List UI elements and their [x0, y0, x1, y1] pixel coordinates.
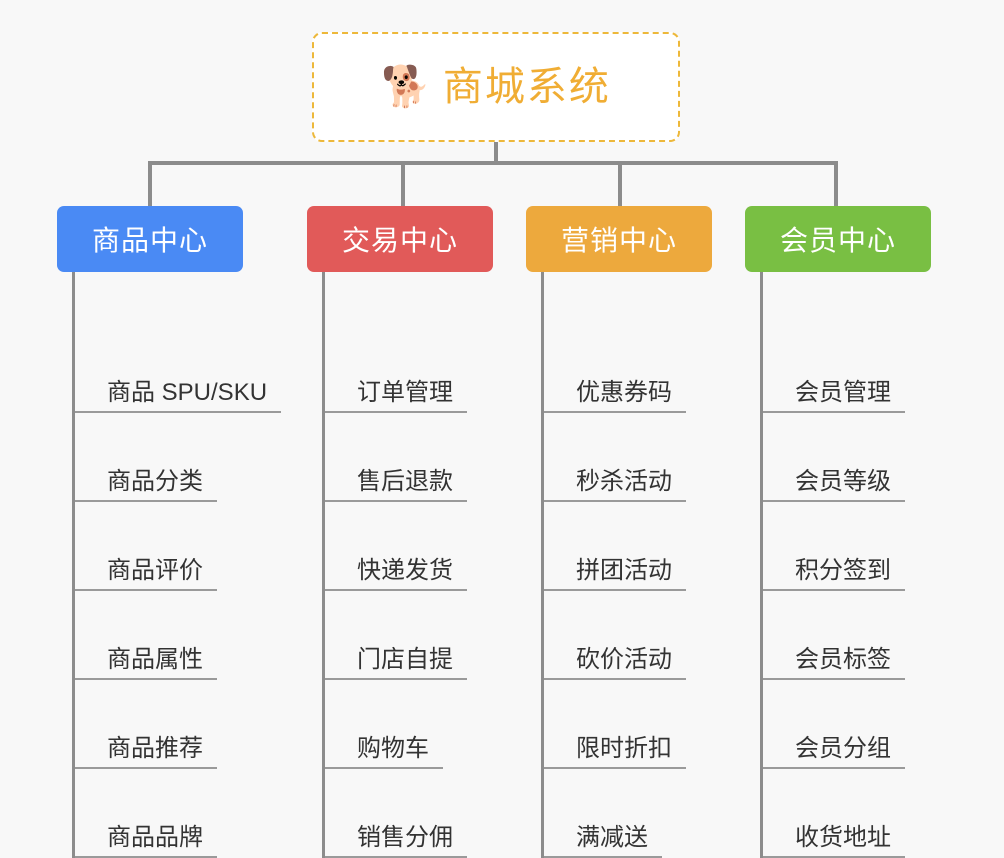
category-header-marketing-center[interactable]: 营销中心 — [526, 206, 712, 272]
leaf-item-label: 积分签到 — [763, 559, 905, 591]
column-trade-center: 交易中心订单管理售后退款快递发货门店自提购物车销售分佣 — [307, 206, 493, 858]
leaf-item[interactable]: 销售分佣 — [325, 769, 493, 858]
column-product-center: 商品中心商品 SPU/SKU 商品分类商品评价商品属性商品推荐商品品牌 — [57, 206, 282, 858]
leaf-item-label: 商品评价 — [75, 559, 217, 591]
leaf-item[interactable]: 购物车 — [325, 680, 493, 769]
leaf-item-label: 订单管理 — [325, 381, 467, 413]
category-header-trade-center[interactable]: 交易中心 — [307, 206, 493, 272]
leaf-item-label: 购物车 — [325, 737, 443, 769]
leaf-item-label: 会员分组 — [763, 737, 905, 769]
leaf-list-marketing-center: 优惠券码秒杀活动拼团活动砍价活动限时折扣满减送 — [541, 272, 712, 858]
leaf-item-label: 商品品牌 — [75, 826, 217, 858]
leaf-item[interactable]: 秒杀活动 — [544, 413, 712, 502]
column-member-center: 会员中心会员管理会员等级积分签到会员标签会员分组收货地址 — [745, 206, 931, 858]
leaf-list-trade-center: 订单管理售后退款快递发货门店自提购物车销售分佣 — [322, 272, 493, 858]
connector-root-stem — [494, 142, 498, 163]
leaf-item-label: 会员标签 — [763, 648, 905, 680]
leaf-item[interactable]: 商品品牌 — [75, 769, 281, 858]
leaf-item-label: 销售分佣 — [325, 826, 467, 858]
leaf-item[interactable]: 商品属性 — [75, 591, 281, 680]
leaf-item-label: 限时折扣 — [544, 737, 686, 769]
leaf-item[interactable]: 限时折扣 — [544, 680, 712, 769]
leaf-item[interactable]: 商品评价 — [75, 502, 281, 591]
leaf-item[interactable]: 会员标签 — [763, 591, 931, 680]
shiba-dog-face-icon: 🐕 — [381, 65, 431, 109]
leaf-item[interactable]: 商品分类 — [75, 413, 281, 502]
connector-horizontal-bus — [148, 161, 836, 165]
leaf-item-label: 商品推荐 — [75, 737, 217, 769]
leaf-item-label: 商品属性 — [75, 648, 217, 680]
leaf-item[interactable]: 商品推荐 — [75, 680, 281, 769]
leaf-item[interactable]: 收货地址 — [763, 769, 931, 858]
root-node[interactable]: 🐕 商城系统 — [312, 32, 680, 142]
leaf-item[interactable]: 满减送 — [544, 769, 712, 858]
leaf-item-label: 满减送 — [544, 826, 662, 858]
leaf-item-label: 快递发货 — [325, 559, 467, 591]
connector-drop-marketing-center — [618, 161, 622, 206]
mindmap-canvas: 🐕 商城系统 商品中心商品 SPU/SKU 商品分类商品评价商品属性商品推荐商品品… — [57, 32, 931, 858]
connector-drop-product-center — [148, 161, 152, 206]
leaf-item[interactable]: 订单管理 — [325, 324, 493, 413]
leaf-item-label: 商品分类 — [75, 470, 217, 502]
leaf-item-label: 秒杀活动 — [544, 470, 686, 502]
leaf-item-label: 收货地址 — [763, 826, 905, 858]
leaf-item-label: 砍价活动 — [544, 648, 686, 680]
leaf-item[interactable]: 会员分组 — [763, 680, 931, 769]
leaf-item[interactable]: 商品 SPU/SKU — [75, 324, 282, 413]
leaf-item[interactable]: 积分签到 — [763, 502, 931, 591]
leaf-item[interactable]: 拼团活动 — [544, 502, 712, 591]
leaf-item-label: 拼团活动 — [544, 559, 686, 591]
leaf-item[interactable]: 会员等级 — [763, 413, 931, 502]
column-marketing-center: 营销中心优惠券码秒杀活动拼团活动砍价活动限时折扣满减送 — [526, 206, 712, 858]
category-header-product-center[interactable]: 商品中心 — [57, 206, 243, 272]
leaf-item-label: 商品 SPU/SKU — [75, 381, 282, 413]
leaf-item[interactable]: 门店自提 — [325, 591, 493, 680]
leaf-item-label: 优惠券码 — [544, 381, 686, 413]
category-header-member-center[interactable]: 会员中心 — [745, 206, 931, 272]
leaf-list-member-center: 会员管理会员等级积分签到会员标签会员分组收货地址 — [760, 272, 931, 858]
root-title: 商城系统 — [442, 65, 611, 109]
leaf-item[interactable]: 快递发货 — [325, 502, 493, 591]
leaf-item[interactable]: 砍价活动 — [544, 591, 712, 680]
leaf-list-product-center: 商品 SPU/SKU 商品分类商品评价商品属性商品推荐商品品牌 — [72, 272, 282, 858]
leaf-item[interactable]: 会员管理 — [763, 324, 931, 413]
leaf-item-label: 售后退款 — [325, 470, 467, 502]
connector-drop-trade-center — [401, 161, 405, 206]
leaf-item-label: 门店自提 — [325, 648, 467, 680]
leaf-item-label: 会员等级 — [763, 470, 905, 502]
connector-drop-member-center — [834, 161, 838, 206]
leaf-item[interactable]: 优惠券码 — [544, 324, 712, 413]
leaf-item-label: 会员管理 — [763, 381, 905, 413]
leaf-item[interactable]: 售后退款 — [325, 413, 493, 502]
